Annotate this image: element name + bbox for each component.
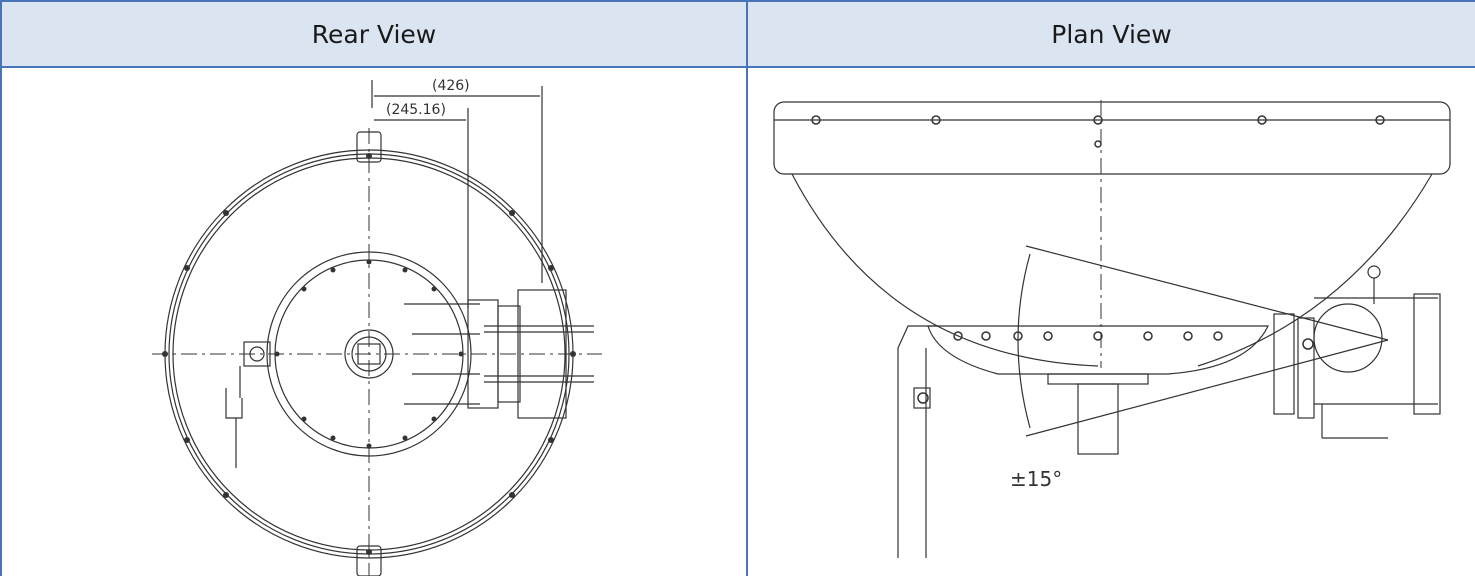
header-plan-view: Plan View	[748, 2, 1475, 68]
plan-view-cell: ±15°	[748, 68, 1475, 576]
dimension-245: (245.16)	[386, 102, 446, 118]
plan-view-drawing: ±15°	[773, 100, 1451, 558]
angle-annotation: ±15°	[1010, 467, 1062, 491]
column-divider	[746, 2, 748, 576]
rear-view-drawing: (426) (245.16)	[152, 78, 602, 577]
rear-view-cell: (426) (245.16)	[2, 68, 746, 577]
dimension-426: (426)	[432, 78, 470, 94]
header-rear-view: Rear View	[2, 2, 746, 68]
